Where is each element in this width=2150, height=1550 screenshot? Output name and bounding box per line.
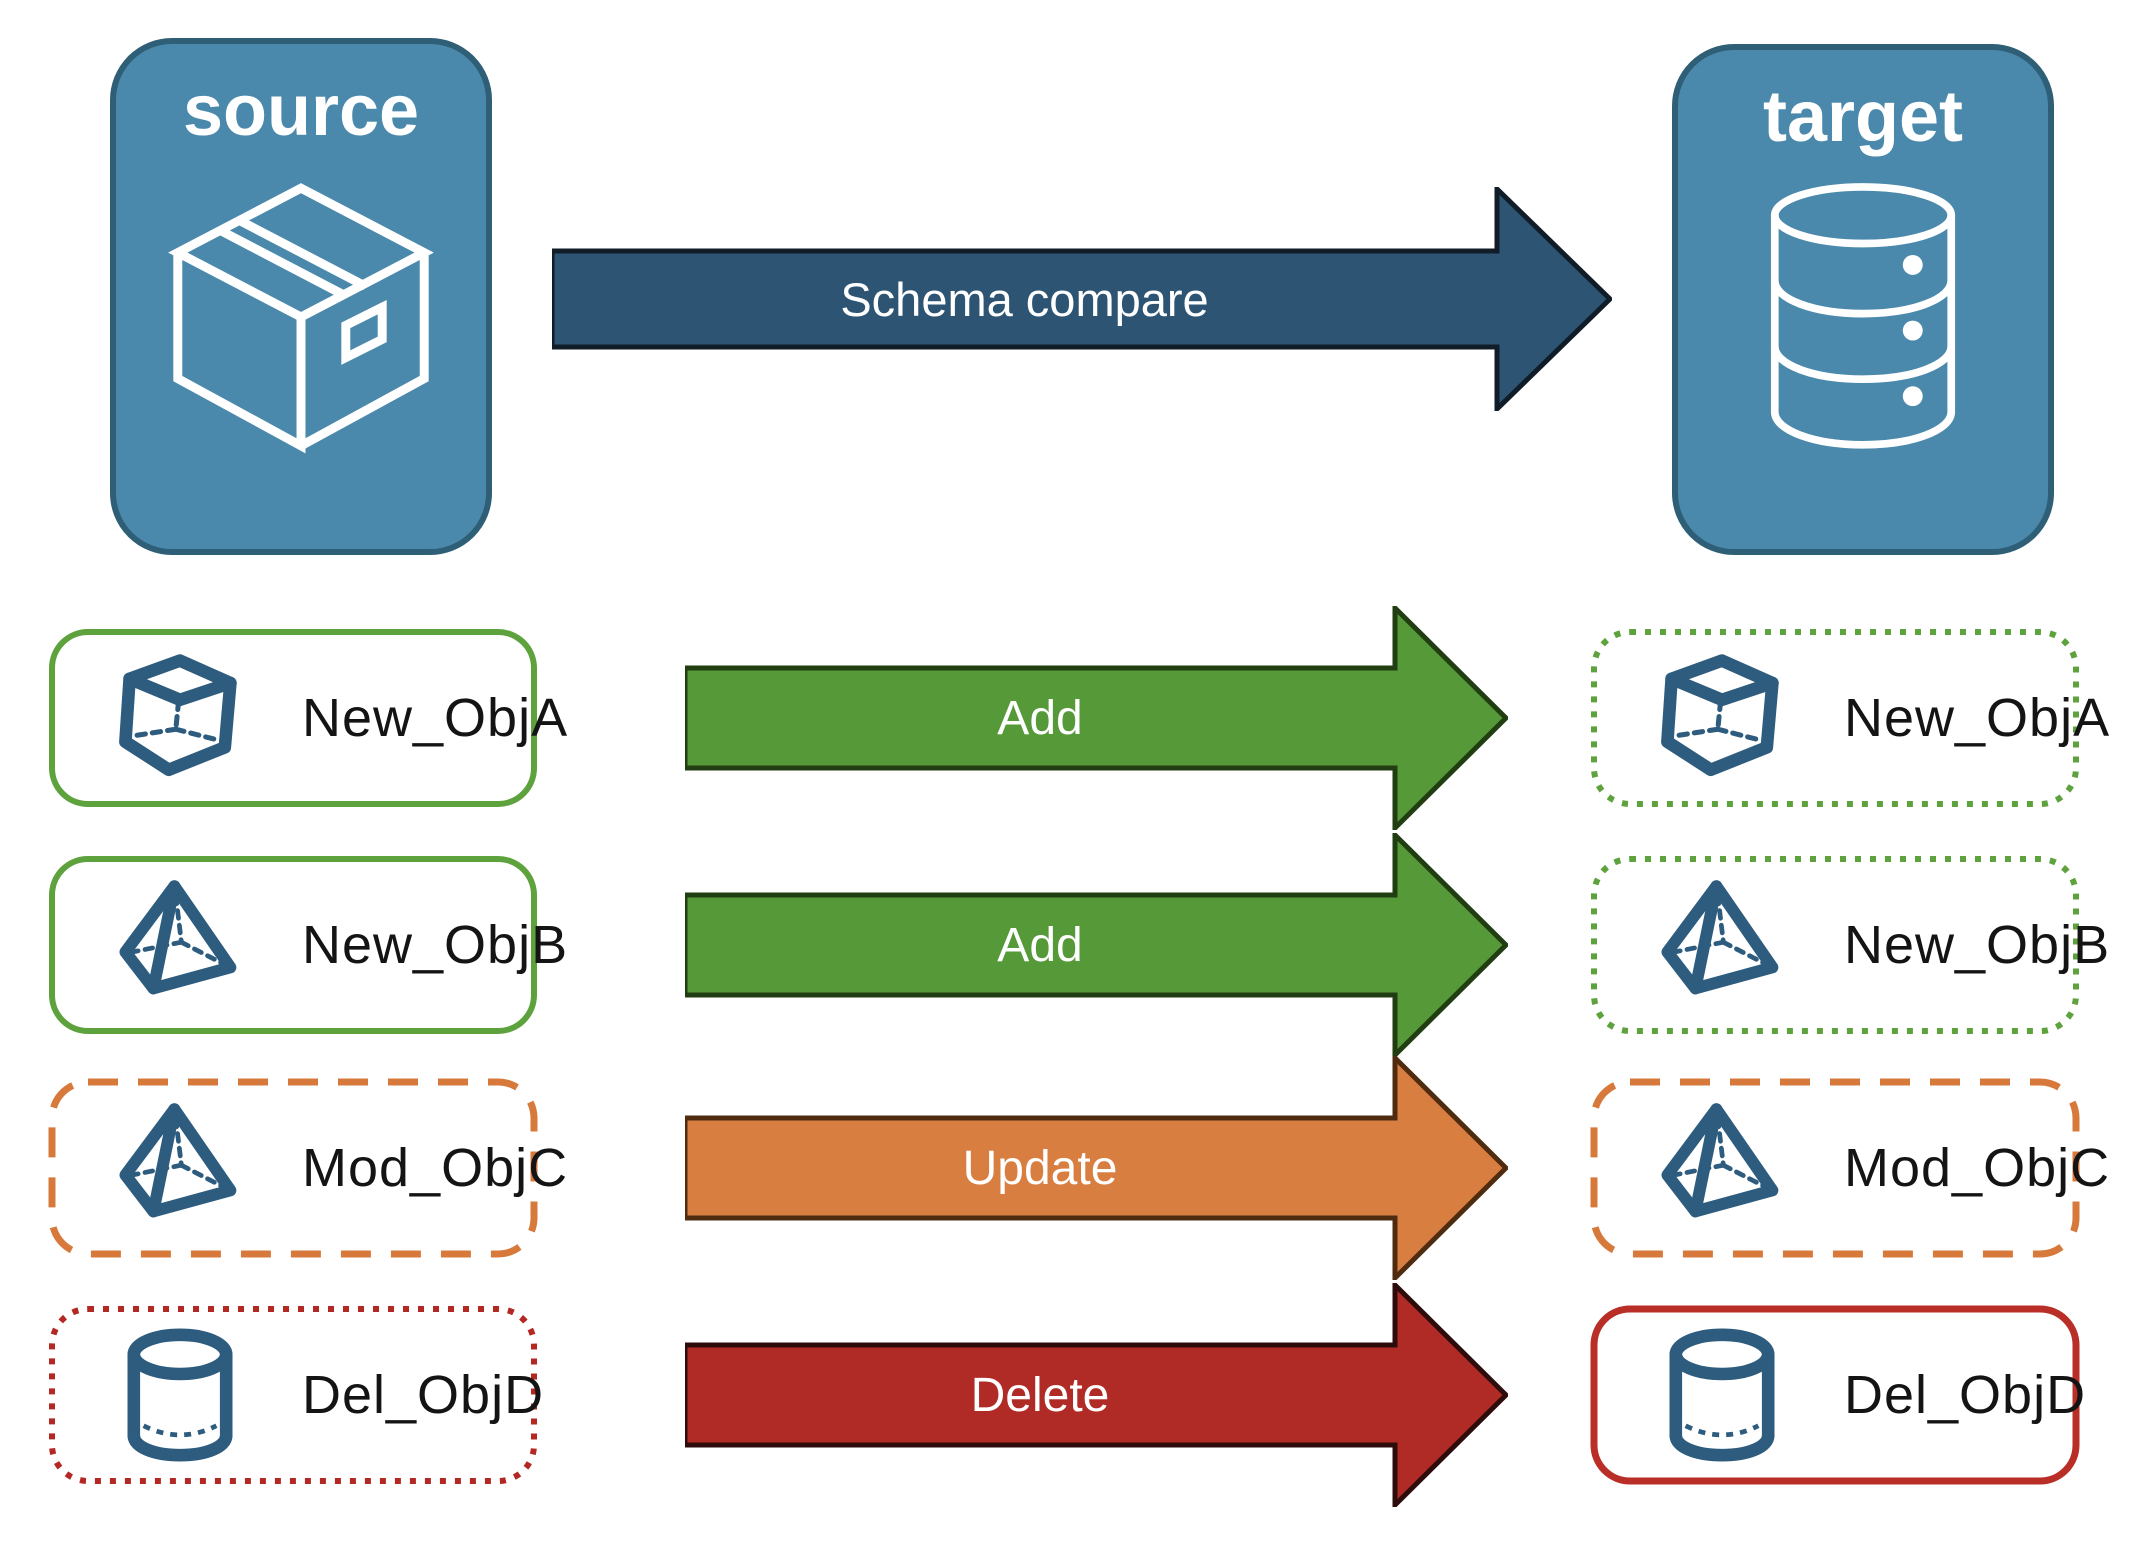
object-box-border [1591, 856, 2079, 1034]
object-label: New_ObjA [1844, 688, 2111, 748]
object-label: New_ObjB [1844, 915, 2111, 975]
target-panel-title: target [1762, 77, 1964, 157]
cube-icon [1652, 648, 1792, 788]
schema-compare-arrow-label: Schema compare [840, 272, 1209, 326]
source-panel-title: source [182, 71, 420, 151]
target-object-new-objb: New_ObjB [1590, 855, 2109, 1035]
source-object-new-objb: New_ObjB [48, 855, 567, 1035]
object-box-border [1590, 1305, 2080, 1485]
object-label: Mod_ObjC [302, 1138, 569, 1198]
target-object-mod-objc: Mod_ObjC [1590, 1078, 2109, 1258]
source-object-new-obja: New_ObjA [48, 628, 567, 808]
package-icon [168, 183, 434, 454]
object-box-border [49, 1306, 537, 1484]
cylinder-icon [110, 1325, 250, 1465]
object-label: Del_ObjD [1844, 1365, 2087, 1425]
object-label: New_ObjA [302, 688, 569, 748]
target-object-del-objd: Del_ObjD [1590, 1305, 2085, 1485]
object-label: New_ObjB [302, 915, 569, 975]
update-arrow-label: Update [962, 1141, 1118, 1195]
object-box-border [49, 856, 537, 1034]
object-box-border [1591, 629, 2079, 807]
target-object-new-obja: New_ObjA [1590, 628, 2109, 808]
add-arrow-label-row1: Add [997, 691, 1083, 745]
cube-icon [110, 648, 250, 788]
object-label: Mod_ObjC [1844, 1138, 2111, 1198]
object-box-border [48, 1078, 538, 1258]
pyramid-icon [1652, 1098, 1792, 1238]
database-icon [1770, 183, 1956, 449]
source-object-mod-objc: Mod_ObjC [48, 1078, 567, 1258]
source-panel: source [110, 38, 492, 555]
add-arrow-row1 [685, 606, 1508, 830]
delete-arrow [685, 1283, 1508, 1507]
pyramid-icon [110, 875, 250, 1015]
add-arrow-row2 [685, 833, 1508, 1057]
add-arrow-label-row2: Add [997, 918, 1083, 972]
source-object-del-objd: Del_ObjD [48, 1305, 543, 1485]
object-box-border [1590, 1078, 2080, 1258]
update-arrow [685, 1056, 1508, 1280]
delete-arrow-label: Delete [970, 1368, 1110, 1422]
object-box-border [49, 629, 537, 807]
target-panel: target [1672, 44, 2054, 555]
cylinder-icon [1652, 1325, 1792, 1465]
pyramid-icon [110, 1098, 250, 1238]
schema-compare-arrow [552, 187, 1612, 411]
object-label: Del_ObjD [302, 1365, 545, 1425]
pyramid-icon [1652, 875, 1792, 1015]
